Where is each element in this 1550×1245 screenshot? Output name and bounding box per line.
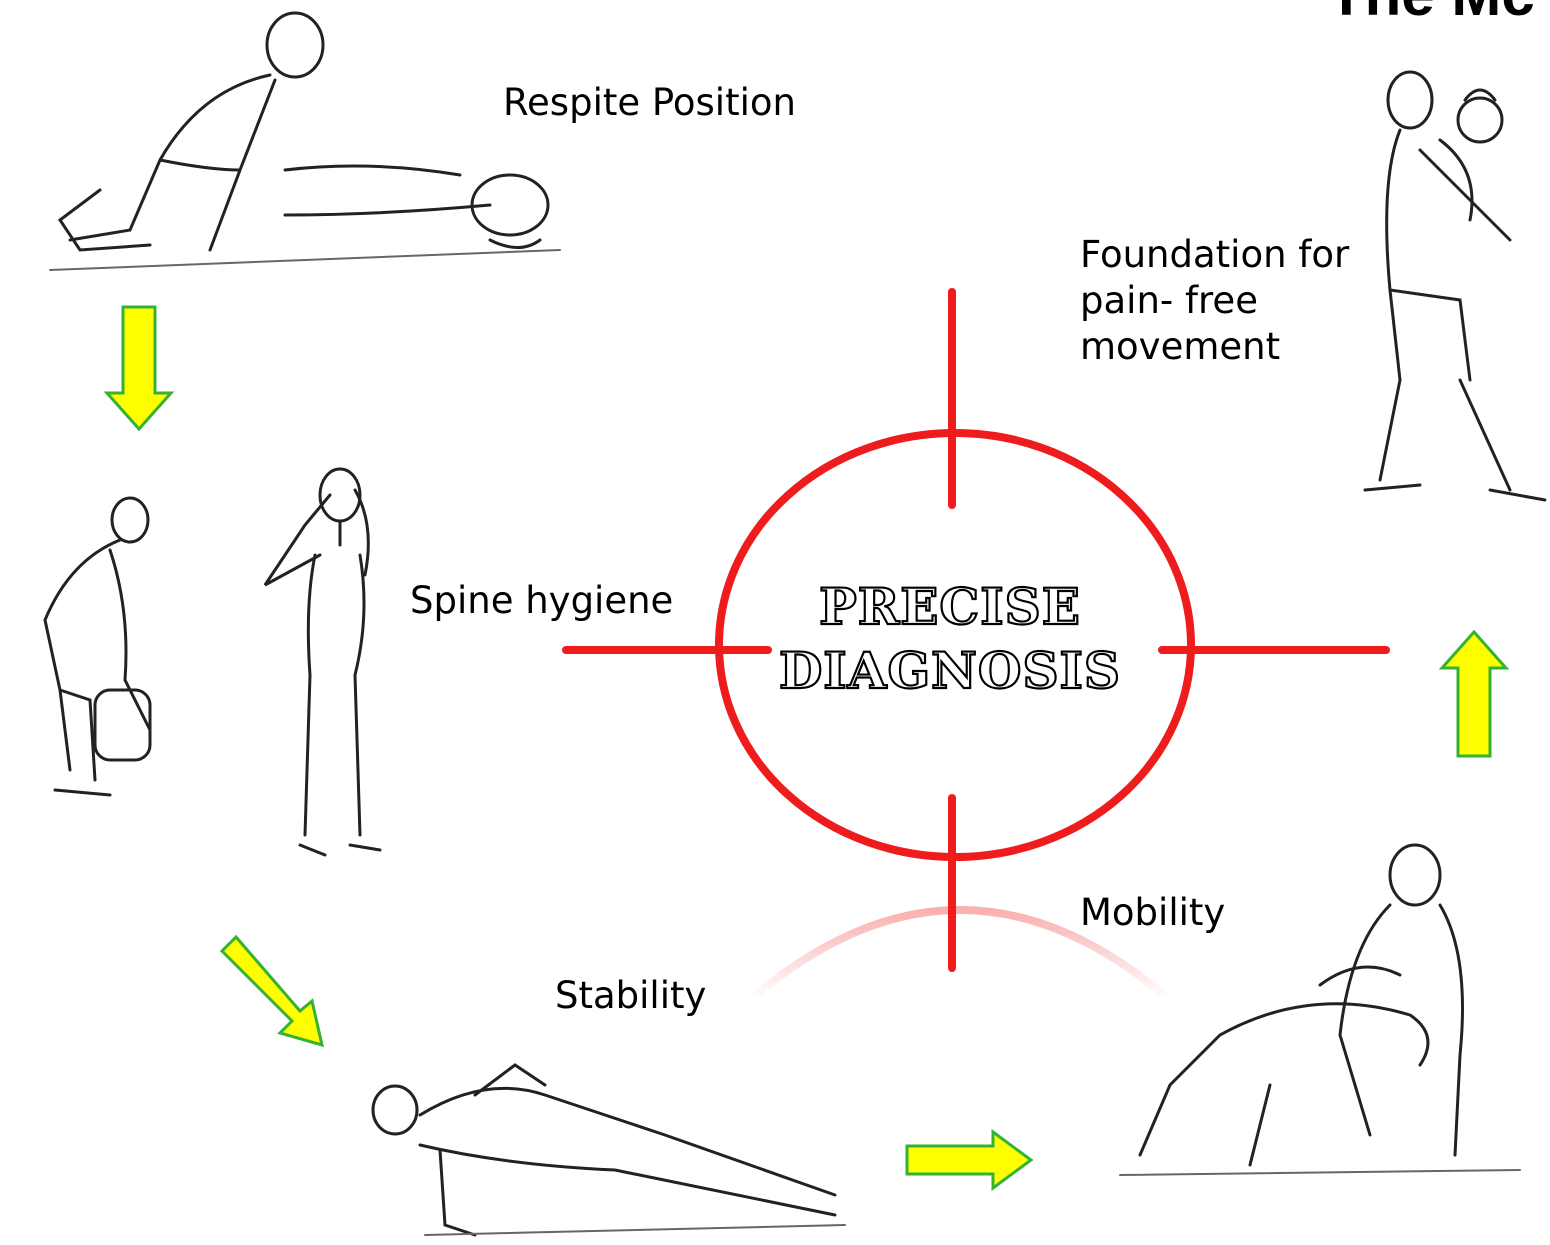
label-foundation-line-2: pain- free (1080, 278, 1349, 324)
arrow-diagonal-icon (220, 935, 330, 1050)
center-line-2: DIAGNOSIS (720, 639, 1180, 703)
label-foundation-line-3: movement (1080, 324, 1349, 370)
arrow-up-icon (1440, 630, 1510, 760)
label-foundation: Foundation for pain- free movement (1080, 232, 1349, 370)
center-title: PRECISE DIAGNOSIS (720, 575, 1180, 703)
arrow-right-icon (905, 1130, 1035, 1190)
label-stability: Stability (555, 973, 706, 1019)
label-foundation-line-1: Foundation for (1080, 232, 1349, 278)
label-spine-hygiene: Spine hygiene (410, 578, 673, 624)
center-line-1: PRECISE (720, 575, 1180, 639)
label-mobility: Mobility (1080, 890, 1225, 936)
arrow-down-icon (105, 305, 175, 433)
label-respite-position: Respite Position (503, 80, 796, 126)
